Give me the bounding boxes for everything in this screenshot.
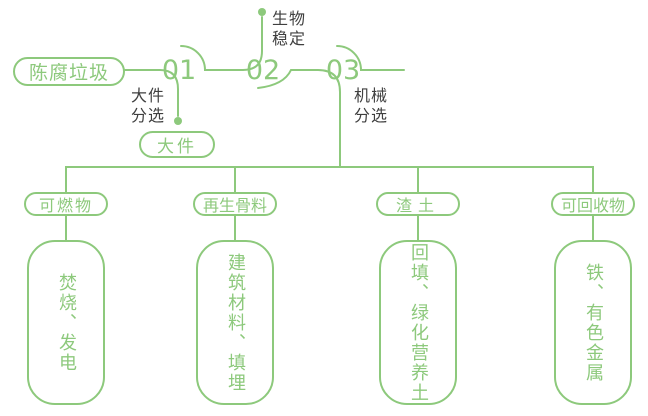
step-number-03: 03 — [325, 55, 361, 86]
node-category-recycled-aggregate: 再生骨料 — [193, 192, 277, 216]
label-bulky-sorting: 大件分选 — [131, 86, 166, 125]
connector-source-to-bulky — [124, 69, 179, 117]
step-number-02: 02 — [245, 55, 281, 86]
arc-over-step-03 — [336, 45, 405, 71]
branch-dot-bio — [258, 8, 266, 16]
disposal-text-recyclables: 铁、有色金属 — [583, 262, 604, 383]
node-category-combustibles: 可燃物 — [24, 192, 108, 216]
disposal-text-combustibles: 焚烧、发电 — [56, 272, 77, 373]
node-category-residue-soil: 渣土 — [376, 192, 460, 216]
node-source-waste: 陈腐垃圾 — [13, 57, 125, 86]
branch-dot-bulky — [174, 117, 182, 125]
node-category-recyclables: 可回收物 — [551, 192, 635, 216]
disposal-text-residue: 回填、绿化营养土 — [408, 242, 429, 403]
box-disposal-backfill: 回填、绿化营养土 — [379, 240, 457, 405]
box-disposal-metals: 铁、有色金属 — [554, 240, 632, 405]
connector-step02-to-bio — [242, 16, 263, 71]
swoosh-under-step-02 — [257, 69, 319, 89]
arc-over-step-01 — [180, 45, 244, 71]
step-number-01: 01 — [161, 55, 197, 86]
label-bio-stabilization: 生物稳定 — [272, 9, 307, 48]
box-disposal-building-materials: 建筑材料、填埋 — [196, 240, 274, 405]
node-bulky-items: 大件 — [139, 131, 215, 158]
disposal-text-aggregate: 建筑材料、填埋 — [225, 252, 246, 393]
box-disposal-incineration: 焚烧、发电 — [27, 240, 105, 405]
connector-step03-descender — [317, 69, 341, 168]
distribution-bar — [65, 166, 594, 193]
label-mechanical-sorting: 机械分选 — [354, 86, 389, 125]
